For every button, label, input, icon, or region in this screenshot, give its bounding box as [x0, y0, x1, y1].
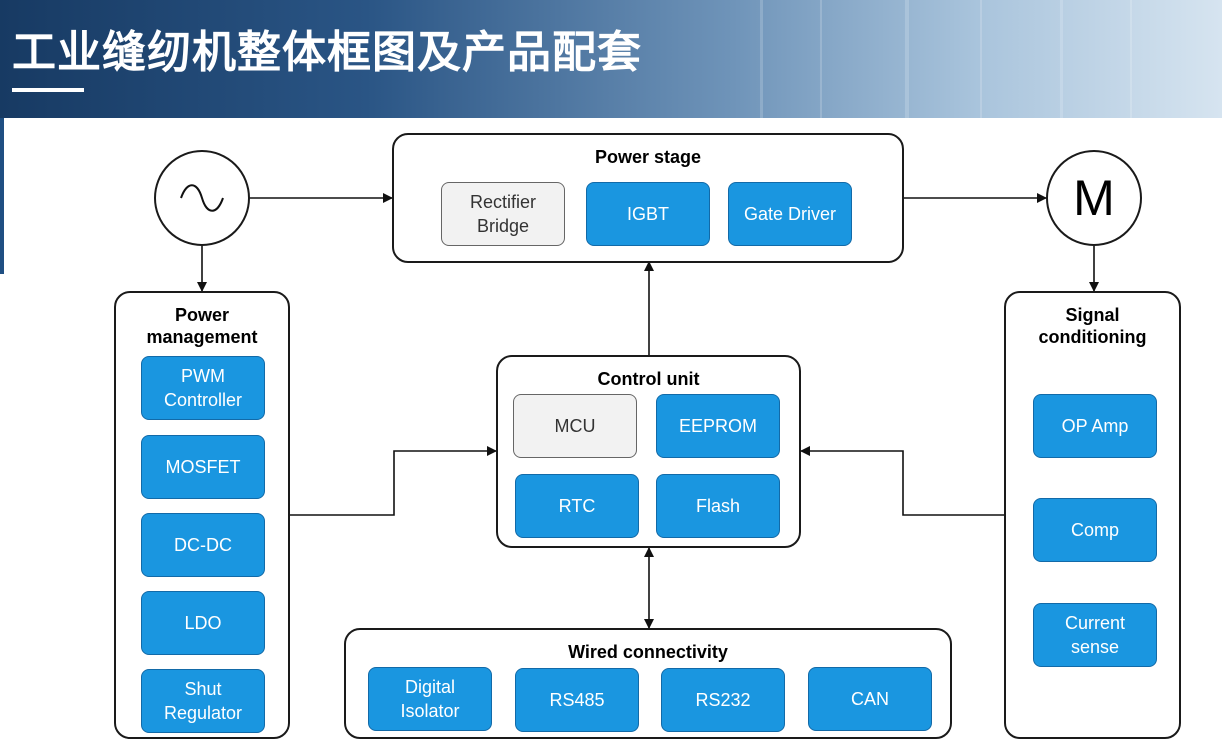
rs232-block: RS232: [661, 668, 785, 732]
rectifier-bridge-label: Rectifier Bridge: [469, 192, 536, 236]
dc-dc-label: DC-DC: [174, 535, 232, 555]
control-unit-title: Control unit: [597, 369, 700, 389]
can-block: CAN: [808, 667, 932, 731]
igbt-label: IGBT: [626, 204, 669, 224]
rs485-block: RS485: [515, 668, 639, 732]
ac-source: [154, 150, 250, 246]
power-management-group: Power management PWM Controller MOSFET D…: [114, 291, 290, 739]
control-unit-group: Control unit MCU EEPROM RTC Flash: [496, 355, 801, 548]
mosfet-block: MOSFET: [141, 435, 265, 499]
comp-block: Comp: [1033, 498, 1157, 562]
op-amp-label: OP Amp: [1061, 416, 1129, 436]
can-label: CAN: [850, 689, 889, 709]
motor-label: M: [1073, 170, 1115, 226]
mosfet-label: MOSFET: [165, 457, 241, 477]
sine-wave-icon: [180, 184, 224, 212]
power-stage-title: Power stage: [594, 147, 702, 167]
current-sense-label: Current sense: [1064, 613, 1126, 657]
comp-label: Comp: [1070, 520, 1119, 540]
title-underline: [12, 88, 84, 92]
arrow-power-management-to-control: [290, 446, 497, 516]
power-stage-group: Power stage Rectifier Bridge IGBT Gate D…: [392, 133, 904, 263]
arrow-signal-conditioning-to-control: [800, 446, 1004, 516]
rs232-label: RS232: [695, 690, 751, 710]
page-title: 工业缝纫机整体框图及产品配套: [12, 27, 642, 78]
rectifier-bridge-block: Rectifier Bridge: [441, 182, 565, 246]
signal-conditioning-group: Signal conditioning OP Amp Comp Current …: [1004, 291, 1181, 739]
shut-regulator-block: Shut Regulator: [141, 669, 265, 733]
left-accent-bar: [0, 118, 4, 274]
flash-label: Flash: [695, 496, 740, 516]
shut-regulator-label: Shut Regulator: [163, 679, 243, 723]
eeprom-label: EEPROM: [678, 416, 757, 436]
gate-driver-block: Gate Driver: [728, 182, 852, 246]
digital-isolator-label: Digital Isolator: [400, 677, 460, 721]
gate-driver-label: Gate Driver: [743, 204, 837, 224]
wired-connectivity-title: Wired connectivity: [568, 642, 728, 662]
flash-block: Flash: [656, 474, 780, 538]
rs485-label: RS485: [549, 690, 605, 710]
header-banner: 工业缝纫机整体框图及产品配套: [0, 0, 1222, 118]
current-sense-block: Current sense: [1033, 603, 1157, 667]
rtc-block: RTC: [515, 474, 639, 538]
ldo-block: LDO: [141, 591, 265, 655]
op-amp-block: OP Amp: [1033, 394, 1157, 458]
power-management-title: Power management: [146, 305, 258, 347]
dc-dc-block: DC-DC: [141, 513, 265, 577]
rtc-label: RTC: [558, 496, 596, 516]
wired-connectivity-group: Wired connectivity Digital Isolator RS48…: [344, 628, 952, 739]
digital-isolator-block: Digital Isolator: [368, 667, 492, 731]
ldo-label: LDO: [184, 613, 222, 633]
igbt-block: IGBT: [586, 182, 710, 246]
pwm-controller-label: PWM Controller: [163, 366, 243, 410]
mcu-block: MCU: [513, 394, 637, 458]
mcu-label: MCU: [554, 416, 596, 436]
pwm-controller-block: PWM Controller: [141, 356, 265, 420]
motor: M: [1046, 150, 1142, 246]
signal-conditioning-title: Signal conditioning: [1038, 305, 1147, 347]
eeprom-block: EEPROM: [656, 394, 780, 458]
